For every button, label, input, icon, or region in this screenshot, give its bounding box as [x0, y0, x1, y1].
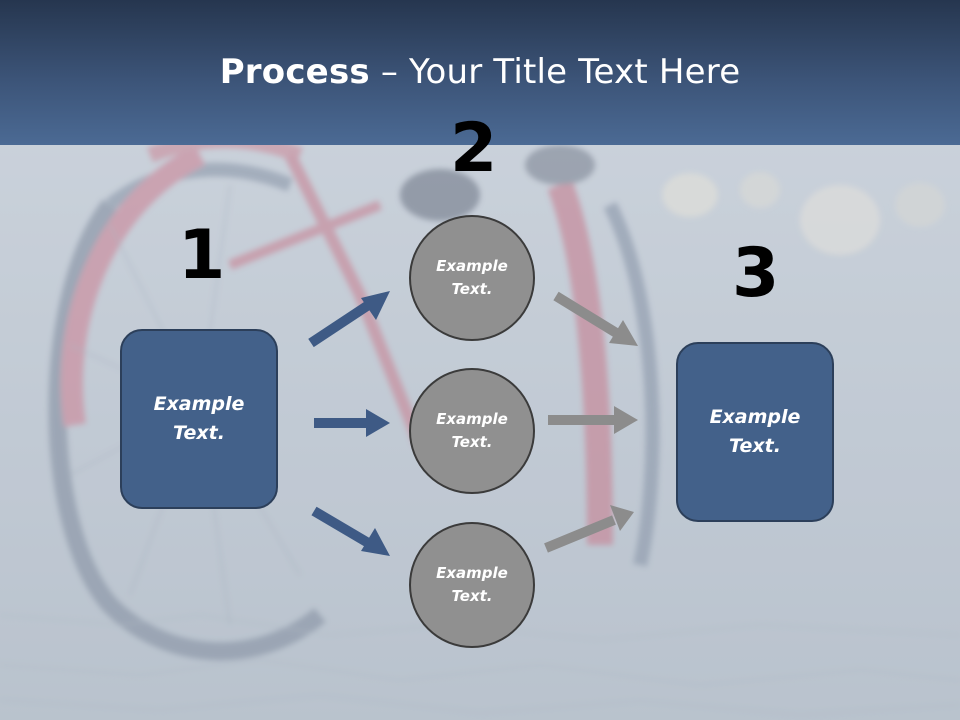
step-number-1: 1 — [178, 216, 226, 295]
arrow-from-bottom-circle — [544, 505, 634, 553]
arrow-from-middle-circle — [548, 406, 638, 434]
step2-circle-middle[interactable]: Example Text. — [409, 368, 535, 494]
step3-box[interactable]: Example Text. — [676, 342, 834, 522]
circle-top-label: Example Text. — [436, 257, 508, 298]
arrow-from-top-circle — [553, 291, 638, 346]
title-rest: – Your Title Text Here — [369, 52, 741, 92]
step3-label: Example Text. — [709, 406, 801, 457]
step1-label: Example Text. — [153, 393, 245, 444]
circle-bottom-label: Example Text. — [436, 564, 508, 605]
arrow-to-middle-circle — [314, 409, 390, 437]
title-bar: Process – Your Title Text Here — [0, 0, 960, 145]
step1-box[interactable]: Example Text. — [120, 329, 278, 509]
slide-title: Process – Your Title Text Here — [0, 52, 960, 92]
circle-middle-label: Example Text. — [436, 410, 508, 451]
arrow-to-bottom-circle — [311, 506, 390, 556]
step-number-3: 3 — [732, 234, 780, 313]
step2-circle-bottom[interactable]: Example Text. — [409, 522, 535, 648]
step2-circle-top[interactable]: Example Text. — [409, 215, 535, 341]
title-bold: Process — [219, 52, 370, 92]
step-number-2: 2 — [450, 109, 498, 188]
arrow-to-top-circle — [308, 291, 390, 348]
